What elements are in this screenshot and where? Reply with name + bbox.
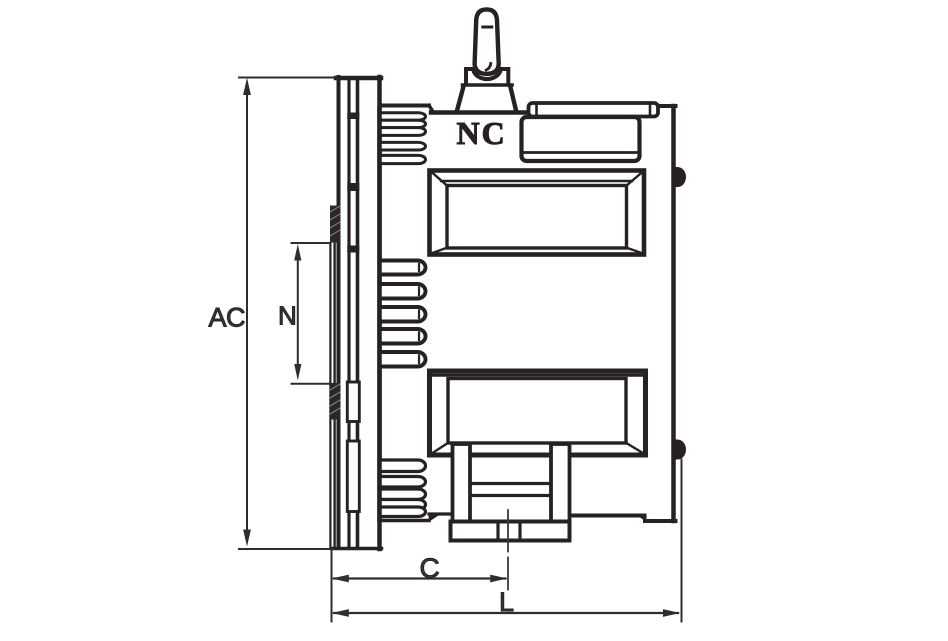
svg-text:C: C [420,553,440,584]
svg-text:AC: AC [209,303,246,333]
svg-text:L: L [499,587,514,617]
svg-text:N: N [278,301,297,331]
svg-text:NC: NC [457,115,507,151]
